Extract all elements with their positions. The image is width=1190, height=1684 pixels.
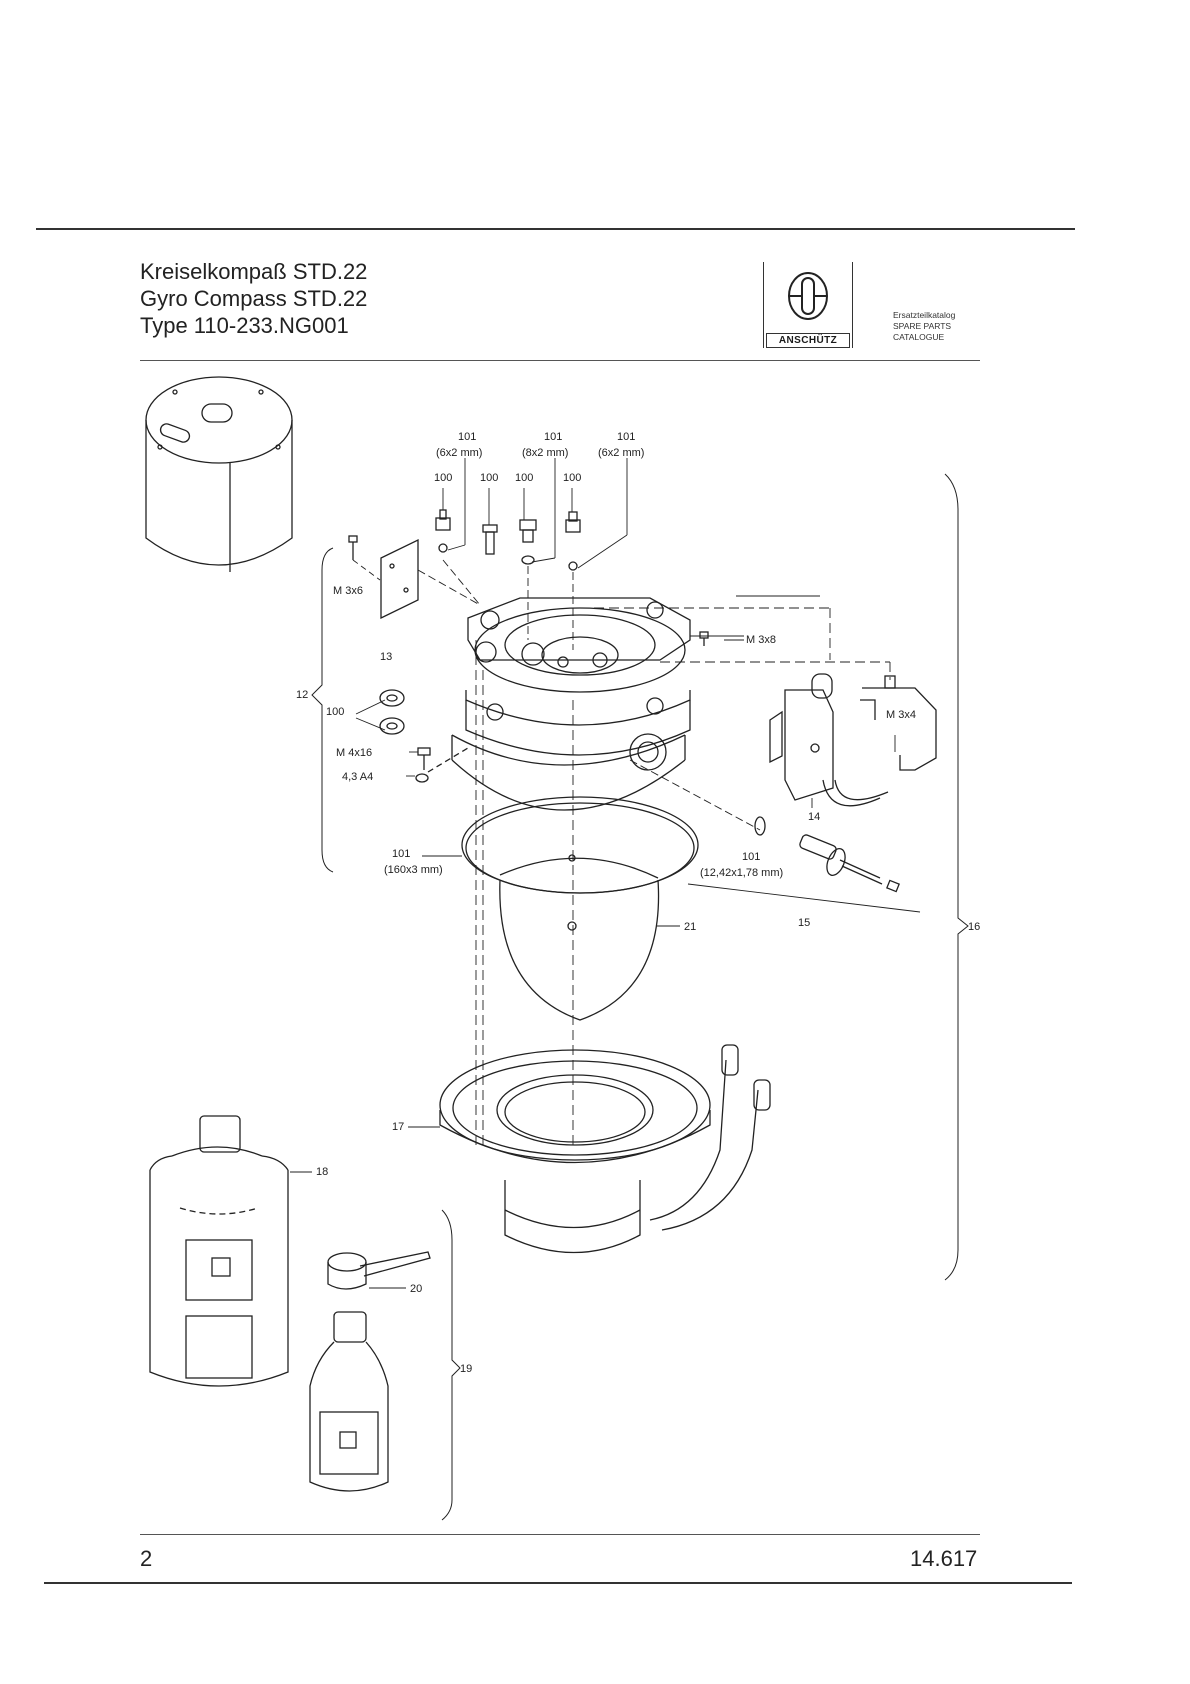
side-leader-lines xyxy=(290,640,895,1288)
right-connector-lines xyxy=(594,596,890,680)
label-screw-m3x6: M 3x6 xyxy=(333,585,363,597)
label-oring-b: 101 xyxy=(544,431,562,443)
cable-gland-15 xyxy=(688,817,920,912)
label-plug-100-lower: 100 xyxy=(326,706,344,718)
terminal-box-14 xyxy=(770,674,936,806)
upper-flange-body xyxy=(452,598,760,830)
label-group-12: 12 xyxy=(296,689,308,701)
label-plug-2: 100 xyxy=(480,472,498,484)
label-group-19: 19 xyxy=(460,1363,472,1375)
document-number: 14.617 xyxy=(910,1546,977,1572)
label-cap-20: 20 xyxy=(410,1283,422,1295)
label-screw-m3x8: M 3x8 xyxy=(746,634,776,646)
label-oring-101-right: 101 xyxy=(742,851,760,863)
plug-screws-illustration xyxy=(436,510,580,570)
label-oring-c-size: (6x2 mm) xyxy=(598,447,644,459)
label-part-14: 14 xyxy=(808,811,820,823)
label-group-16: 16 xyxy=(968,921,980,933)
label-oring-b-size: (8x2 mm) xyxy=(522,447,568,459)
label-plug-4: 100 xyxy=(563,472,581,484)
oil-bottle-19 xyxy=(310,1312,388,1491)
label-part-15: 15 xyxy=(798,917,810,929)
label-screw-m3x4: M 3x4 xyxy=(886,709,916,721)
gyro-sphere-21 xyxy=(500,855,659,1020)
label-bottle-18: 18 xyxy=(316,1166,328,1178)
label-gasket-101: 101 xyxy=(392,848,410,860)
label-oring-a: 101 xyxy=(458,431,476,443)
base-ring-17 xyxy=(440,1045,770,1253)
label-base-17: 17 xyxy=(392,1121,404,1133)
mounting-plate-13 xyxy=(349,536,480,618)
gasket-ring xyxy=(462,797,698,893)
label-oring-c: 101 xyxy=(617,431,635,443)
fluid-bottle-18 xyxy=(150,1116,288,1386)
label-plate-13: 13 xyxy=(380,651,392,663)
label-screw-m4x16: M 4x16 xyxy=(336,747,372,759)
housing-drum-illustration xyxy=(146,377,292,572)
screw-m3x8 xyxy=(700,632,708,646)
label-gasket-101-size: (160x3 mm) xyxy=(384,864,443,876)
group-brackets xyxy=(312,474,968,1520)
label-plug-3: 100 xyxy=(515,472,533,484)
label-sphere-21: 21 xyxy=(684,921,696,933)
label-oring-a-size: (6x2 mm) xyxy=(436,447,482,459)
label-plug-1: 100 xyxy=(434,472,452,484)
label-oring-101-right-size: (12,42x1,78 mm) xyxy=(700,867,783,879)
page-number: 2 xyxy=(140,1546,152,1572)
label-washer-43a4: 4,3 A4 xyxy=(342,771,373,783)
